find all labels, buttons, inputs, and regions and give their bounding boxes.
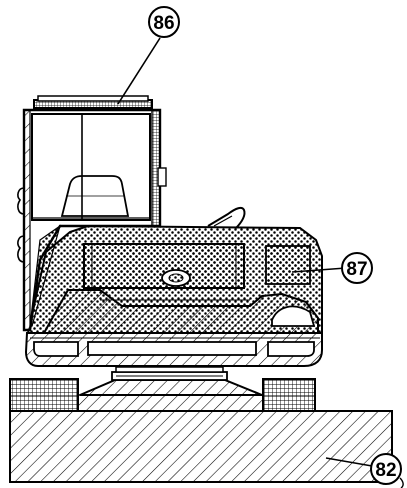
callout-circle xyxy=(341,252,373,284)
callout-86: 86 xyxy=(148,6,180,38)
leader-82 xyxy=(325,457,373,467)
lower-body xyxy=(24,332,323,367)
callout-label: 82 xyxy=(375,460,396,481)
callout-82: 82 xyxy=(370,453,402,485)
leader-lines xyxy=(117,37,404,488)
handrail xyxy=(207,206,246,229)
swing-bearing xyxy=(79,366,263,396)
callout-circle xyxy=(148,6,180,38)
leader-87 xyxy=(291,267,347,273)
upper-housing xyxy=(26,224,323,334)
callout-label: 86 xyxy=(153,13,174,34)
callout-label: 87 xyxy=(346,259,367,280)
leader-86 xyxy=(117,37,161,105)
callout-87: 87 xyxy=(341,252,373,284)
base-platform xyxy=(9,378,393,483)
operator-cab xyxy=(17,95,167,332)
callout-circle xyxy=(370,453,402,485)
